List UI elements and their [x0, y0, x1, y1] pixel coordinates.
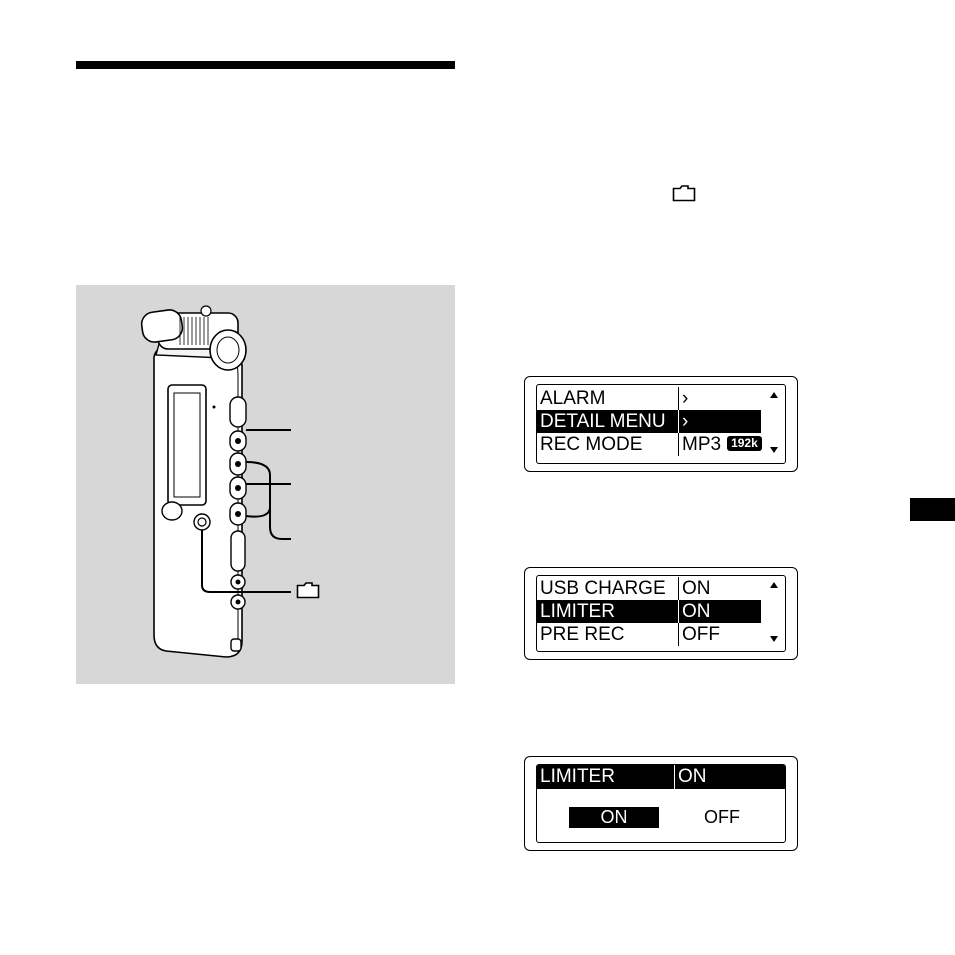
menu-row-rec-mode[interactable]: REC MODE MP3 192k — [537, 433, 761, 456]
menu-row-label: ALARM — [540, 387, 605, 410]
menu-row-value-wrap: MP3 192k — [678, 433, 762, 456]
menu-row-alarm[interactable]: ALARM › — [537, 387, 761, 410]
menu-row-label: LIMITER — [540, 600, 615, 623]
menu-row-value: › — [678, 410, 688, 433]
lcd-display: USB CHARGE ON LIMITER ON PRE REC OFF — [536, 575, 786, 652]
folder-icon — [672, 184, 696, 202]
menu-row-value: OFF — [678, 623, 720, 646]
menu-row-value: MP3 — [682, 434, 721, 455]
folder-icon — [296, 581, 320, 599]
option-on[interactable]: ON — [569, 807, 659, 828]
setting-header-value: ON — [674, 765, 707, 789]
lcd-screen-detail-menu: USB CHARGE ON LIMITER ON PRE REC OFF — [524, 567, 798, 660]
setting-header: LIMITER ON — [537, 765, 785, 789]
section-thumb-tab — [910, 498, 955, 521]
option-off[interactable]: OFF — [677, 807, 767, 828]
lcd-display: LIMITER ON ON OFF — [536, 764, 786, 843]
menu-row-label: REC MODE — [540, 433, 642, 456]
menu-row-value: ON — [678, 600, 711, 623]
down-arrow-icon — [769, 635, 779, 643]
menu-row-limiter[interactable]: LIMITER ON — [537, 600, 761, 623]
up-arrow-icon — [769, 581, 779, 589]
menu-row-value: › — [678, 387, 688, 410]
lcd-screen-limiter-setting: LIMITER ON ON OFF — [524, 756, 798, 851]
ic-recorder-illustration — [76, 285, 455, 684]
lcd-display: ALARM › DETAIL MENU › REC MODE MP3 192k — [536, 384, 786, 464]
down-arrow-icon — [769, 446, 779, 454]
menu-row-value: ON — [678, 577, 711, 600]
setting-header-label: LIMITER — [540, 765, 615, 789]
menu-row-detail-menu[interactable]: DETAIL MENU › — [537, 410, 761, 433]
menu-row-pre-rec[interactable]: PRE REC OFF — [537, 623, 761, 646]
menu-row-usb-charge[interactable]: USB CHARGE ON — [537, 577, 761, 600]
section-top-rule — [76, 61, 455, 69]
up-arrow-icon — [769, 391, 779, 399]
bitrate-badge: 192k — [727, 436, 762, 451]
lcd-screen-menu: ALARM › DETAIL MENU › REC MODE MP3 192k — [524, 376, 798, 472]
menu-row-label: DETAIL MENU — [540, 410, 666, 433]
menu-row-label: USB CHARGE — [540, 577, 666, 600]
device-illustration-panel — [76, 285, 455, 684]
menu-row-label: PRE REC — [540, 623, 624, 646]
